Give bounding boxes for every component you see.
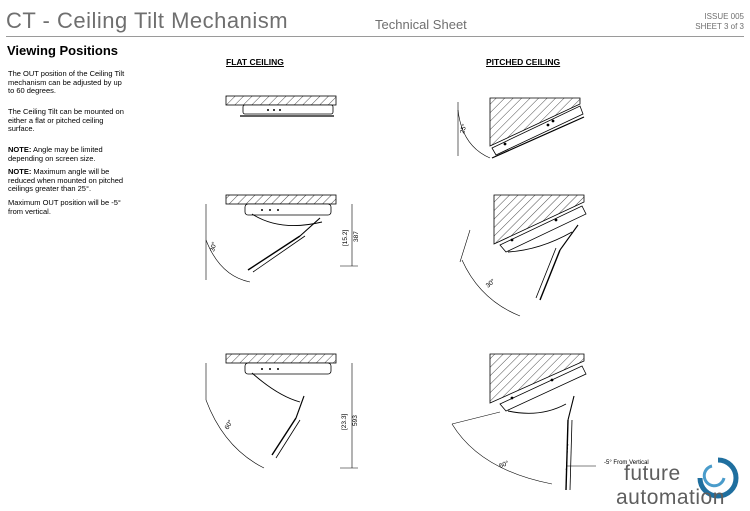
issue-block: ISSUE 005 SHEET 3 of 3 <box>695 12 744 32</box>
pitched-ceiling-60deg <box>451 353 596 491</box>
vertical-note: -5° From Vertical <box>604 460 649 466</box>
note-label: NOTE: <box>8 145 32 154</box>
note-text: Angle may be limited depending on screen… <box>8 145 103 163</box>
flat-angle-30-label: 30° <box>208 241 218 253</box>
issue-number: ISSUE 005 <box>704 12 744 21</box>
flat-drop-60-mm-label: 593 <box>352 415 359 426</box>
pitched-ceiling-30deg <box>459 194 587 317</box>
section-title: Viewing Positions <box>7 43 119 58</box>
flat-drop-30-label: [15.2] <box>342 230 349 246</box>
header-rule <box>6 36 744 37</box>
note-mounting: The Ceiling Tilt can be mounted on eithe… <box>8 107 124 134</box>
brand-name-line2: automation <box>616 486 725 509</box>
flat-ceiling-heading: FLAT CEILING <box>226 57 284 67</box>
note-text: Maximum angle will be reduced when mount… <box>8 167 124 194</box>
note-pitched-limit: NOTE: Maximum angle will be reduced when… <box>8 167 130 194</box>
note-screen-size: NOTE: Angle may be limited depending on … <box>8 145 130 163</box>
flat-ceiling-60deg <box>205 353 358 469</box>
flat-drop-30-mm-label: 387 <box>353 231 360 242</box>
brand-name-line1: future <box>624 462 681 485</box>
note-max-out: Maximum OUT position will be -5° from ve… <box>8 198 121 216</box>
flat-ceiling-stowed <box>225 95 337 117</box>
flat-angle-60-label: 60° <box>223 418 235 431</box>
flat-drop-60-label: [23.3] <box>341 414 348 430</box>
pitched-angle-60-label: 60° <box>498 459 510 470</box>
pitched-angle-30-label: 30° <box>484 277 497 290</box>
sheet-number: SHEET 3 of 3 <box>695 22 744 31</box>
pitched-ceiling-heading: PITCHED CEILING <box>486 57 561 67</box>
document-title: CT - Ceiling Tilt Mechanism <box>6 8 289 33</box>
note-out-position: The OUT position of the Ceiling Tilt mec… <box>8 69 125 96</box>
flat-ceiling-30deg <box>205 194 358 283</box>
pitched-ceiling-stowed <box>457 97 585 159</box>
note-label: NOTE: <box>8 167 32 176</box>
pitched-angle-25-label: 25° <box>458 123 468 135</box>
sheet-name: Technical Sheet <box>375 17 467 32</box>
